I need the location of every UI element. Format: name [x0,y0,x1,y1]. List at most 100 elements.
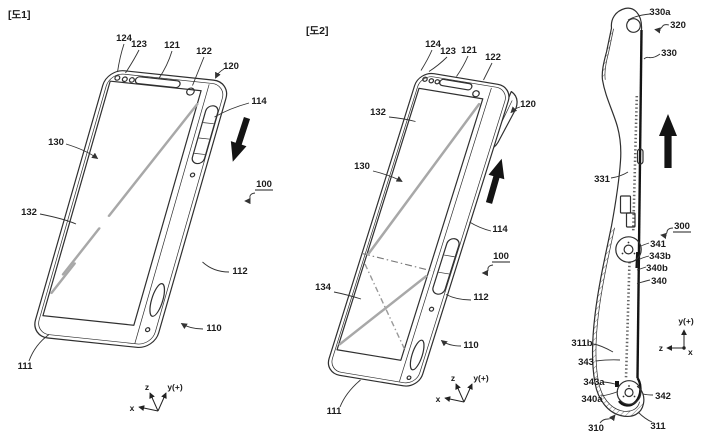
axis-y-label: y(+) [473,373,489,383]
fig1-sensor-icon [128,77,135,83]
fig3-leader-342 [642,393,654,396]
ref-label-123: 123 [131,39,147,50]
ref-label-122: 122 [485,52,501,63]
fig3-leader-320 [654,24,670,34]
fig1-leader-114 [214,102,250,118]
ref-label-122: 122 [196,46,212,57]
ref-label-341: 341 [650,239,667,250]
fig2-leader-124 [420,49,433,71]
ref-label-320: 320 [670,20,686,31]
fig2-screen-shine [338,102,481,350]
fig2-phone [327,72,518,387]
fig1-leader-130 [65,143,99,159]
fig3-leader-310 [599,414,616,424]
fig2-leader-122 [483,62,493,81]
ref-label-114: 114 [251,96,267,107]
ref-label-114: 114 [492,224,508,235]
fig3-device [591,7,645,417]
fig1-leader-123 [125,49,140,74]
fig2-ref-labels: 124 123 121 122 120 132 130 134 114 100 … [315,39,536,417]
fig3-leader-343b [638,255,650,260]
ref-label-342: 342 [655,391,671,402]
fig1-side-rail [189,105,219,178]
ref-label-120: 120 [520,99,536,110]
fig1-tag: [도1] [8,9,31,21]
fig2-leader-100 [481,264,494,277]
fig1-axis-triad: z y(+) x [130,382,183,413]
fig2-side-edge [399,87,492,382]
fig1-ref-labels: 124 123 121 122 120 114 130 132 100 112 … [18,33,273,372]
figure-1: [도1] [8,9,273,413]
fig3-leader-330a [627,13,651,21]
fig3-leader-340b [636,266,647,271]
ref-label-100: 100 [256,179,272,190]
ref-label-300: 300 [674,221,690,232]
ref-label-134: 134 [315,282,332,293]
fig2-leader-123 [428,56,448,72]
fig3-axis-triad: y(+) z x [659,316,694,357]
fig1-sensor-icon [121,76,128,83]
ref-label-343b: 343b [649,251,671,262]
fig1-leader-111 [28,334,50,362]
fig2-axis-triad: z y(+) x [436,373,489,404]
fig3-display-layer [636,29,643,379]
figure-2: [도2] [306,25,536,417]
fig3-top-curl [626,18,641,33]
fig3-leader-343a [601,381,616,385]
fig3-side-tab [636,148,644,165]
ref-label-343a: 343a [583,377,605,388]
ref-label-132: 132 [370,107,386,118]
ref-label-310: 310 [588,423,604,434]
fig2-screen [336,87,484,361]
fig1-side-speaker [144,283,166,333]
fig2-fold-line [362,253,435,272]
fig1-leader-100 [244,192,256,205]
fig3-leader-311b [592,343,614,353]
fig3-leader-340a [600,391,619,397]
axis-x-label: x [688,347,693,357]
ref-label-343: 343 [578,357,594,368]
fig2-leader-121 [456,55,469,77]
ref-label-121: 121 [164,40,181,51]
ref-label-120: 120 [223,61,239,72]
fig2-tag: [도2] [306,25,329,37]
fig3-leaders [592,13,674,424]
fig3-bottom-cap-hatch [595,382,644,417]
fig2-phone-body [327,72,510,387]
fig3-leader-311 [637,411,653,423]
fig1-leader-120 [215,68,225,79]
ref-label-124: 124 [116,33,133,44]
fig2-leader-114 [469,221,492,232]
fig1-leader-124 [117,43,125,73]
ref-label-110: 110 [463,340,478,351]
fig3-leader-331 [610,171,629,179]
ref-label-111: 111 [327,406,343,417]
ref-label-130: 130 [354,161,370,172]
ref-label-123: 123 [440,46,456,57]
fig2-leader-120 [510,106,521,114]
axis-y-label: y(+) [167,382,183,392]
fig3-belt-segment [635,251,639,269]
fig3-leader-300 [660,227,674,240]
fig2-side-speaker [406,339,425,381]
fig3-ref-labels: 330a 320 330 331 300 341 343b 340b 340 3… [571,7,691,434]
ref-label-340: 340 [651,276,667,287]
axis-x-label: x [436,394,441,404]
fig2-leaders [333,49,521,408]
fig3-housing-outline [591,7,645,417]
ref-label-112: 112 [232,266,247,277]
fig3-latch-block [625,212,636,228]
ref-label-121: 121 [461,45,478,56]
fig2-leader-130 [372,170,403,182]
ref-label-311: 311 [650,421,666,432]
fig1-side-edge [134,84,210,344]
ref-label-330a: 330a [649,7,671,18]
fig2-leader-134 [333,291,362,300]
ref-label-330: 330 [661,48,677,59]
fig1-leader-110 [180,323,204,330]
axis-y-label: y(+) [678,316,694,326]
ref-label-331: 331 [594,174,611,185]
fig3-upper-roller [615,236,642,263]
